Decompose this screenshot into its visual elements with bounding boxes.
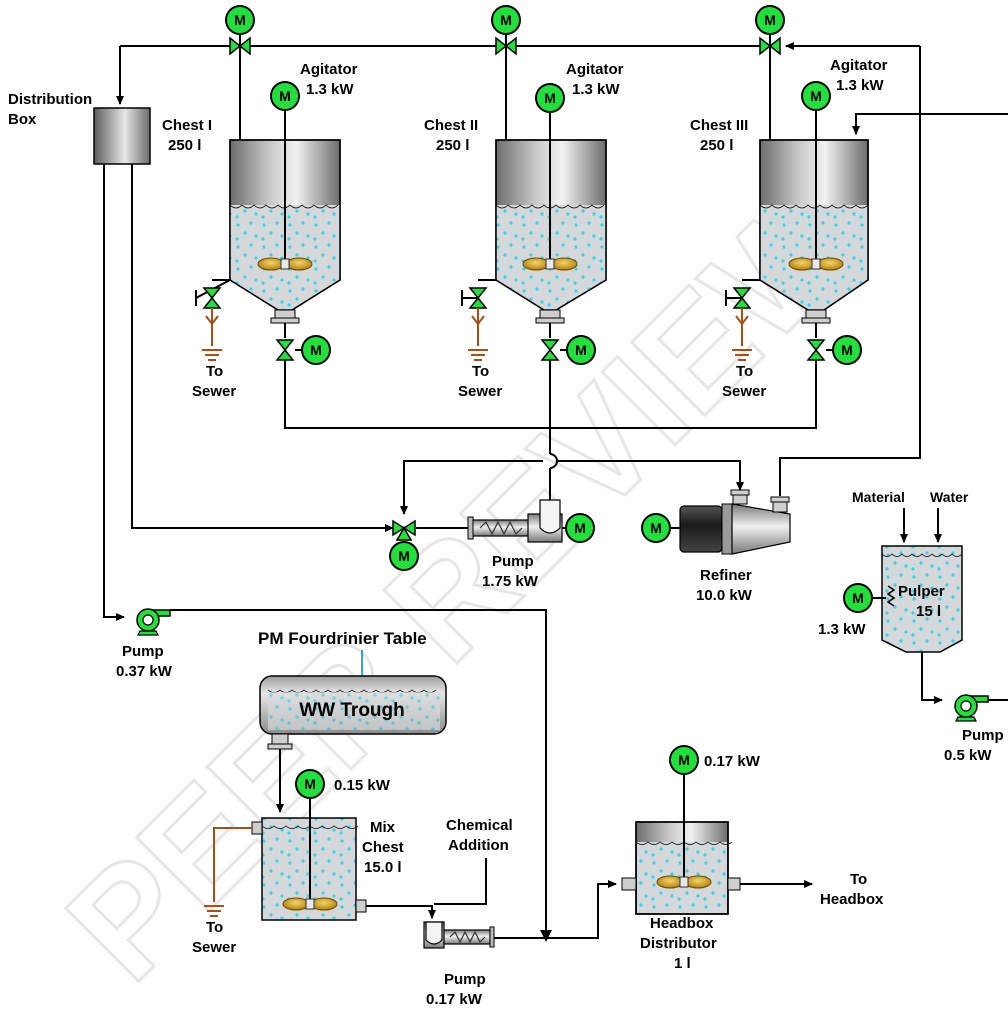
headbox-distributor: 0.17 kW Headbox Distributor 1 l To Headb… (621, 745, 884, 972)
svg-text:Sewer: Sewer (458, 383, 502, 400)
svg-text:1.3 kW: 1.3 kW (572, 81, 620, 98)
svg-text:1.75 kW: 1.75 kW (482, 573, 539, 590)
svg-text:250 l: 250 l (168, 137, 201, 154)
distribution-box: Distribution Box (8, 91, 151, 165)
pulper: Material Water Pulper 15 l 1.3 kW Pump 0… (818, 489, 1008, 764)
svg-text:15 l: 15 l (916, 603, 941, 620)
header-valves (225, 5, 785, 140)
svg-text:1 l: 1 l (674, 955, 691, 972)
box-pump: Pump 0.37 kW (116, 608, 552, 942)
svg-text:0.17 kW: 0.17 kW (704, 753, 761, 770)
svg-text:Distributor: Distributor (640, 935, 717, 952)
svg-text:Chest I: Chest I (162, 117, 212, 134)
svg-text:Sewer: Sewer (192, 383, 236, 400)
mix-chest: 0.15 kW Mix Chest 15.0 l To Sewer (192, 769, 436, 956)
svg-text:Agitator: Agitator (830, 57, 888, 74)
svg-text:To: To (206, 919, 223, 936)
svg-text:Pump: Pump (122, 643, 164, 660)
svg-text:1.3 kW: 1.3 kW (818, 621, 866, 638)
svg-text:0.17 kW: 0.17 kW (426, 991, 483, 1008)
svg-text:1.3 kW: 1.3 kW (836, 77, 884, 94)
outlet-collector (276, 323, 862, 500)
svg-text:Headbox: Headbox (820, 891, 884, 908)
svg-text:250 l: 250 l (700, 137, 733, 154)
svg-text:10.0 kW: 10.0 kW (696, 587, 753, 604)
svg-text:Chest II: Chest II (424, 117, 478, 134)
svg-text:WW Trough: WW Trough (299, 700, 405, 721)
svg-text:Chemical: Chemical (446, 817, 513, 834)
svg-text:PM Fourdrinier Table: PM Fourdrinier Table (258, 629, 427, 648)
chemical-addition: Chemical Addition (434, 817, 513, 905)
svg-text:0.37 kW: 0.37 kW (116, 663, 173, 680)
svg-text:Headbox: Headbox (650, 915, 714, 932)
svg-text:Water: Water (930, 489, 969, 505)
svg-text:To: To (850, 871, 867, 888)
svg-text:Addition: Addition (448, 837, 509, 854)
chest-1: Chest I 250 l Agitator 1.3 kW (162, 61, 358, 324)
svg-text:Distribution: Distribution (8, 91, 92, 108)
svg-text:Agitator: Agitator (300, 61, 358, 78)
svg-text:15.0 l: 15.0 l (364, 859, 402, 876)
chest-3: Chest III 250 l Agitator 1.3 kW (690, 57, 1008, 324)
svg-text:To: To (472, 363, 489, 380)
svg-text:Pump: Pump (492, 553, 534, 570)
svg-text:Sewer: Sewer (722, 383, 766, 400)
ww-trough: PM Fourdrinier Table WW Trough (258, 629, 447, 813)
svg-text:0.5 kW: 0.5 kW (944, 747, 992, 764)
three-way-valve (385, 520, 468, 571)
svg-text:250 l: 250 l (436, 137, 469, 154)
svg-text:Pump: Pump (444, 971, 486, 988)
svg-text:To: To (206, 363, 223, 380)
sewer-drains: To Sewer To Sewer To Sewer (192, 279, 766, 400)
refiner: Refiner 10.0 kW (641, 489, 791, 604)
chest-2: Chest II 250 l Agitator 1.3 kW (424, 61, 624, 324)
svg-text:To: To (736, 363, 753, 380)
svg-text:Chest: Chest (362, 839, 404, 856)
svg-text:Sewer: Sewer (192, 939, 236, 956)
svg-text:Chest III: Chest III (690, 117, 748, 134)
watermark: PEER REVIEW (35, 155, 891, 1011)
svg-text:Pump: Pump (962, 727, 1004, 744)
svg-text:0.15 kW: 0.15 kW (334, 777, 391, 794)
svg-text:Material: Material (852, 489, 905, 505)
svg-text:Mix: Mix (370, 819, 396, 836)
svg-text:Box: Box (8, 111, 37, 128)
svg-text:Refiner: Refiner (700, 567, 752, 584)
svg-text:Agitator: Agitator (566, 61, 624, 78)
svg-text:Pulper: Pulper (898, 583, 945, 600)
svg-text:1.3 kW: 1.3 kW (306, 81, 354, 98)
main-pump: Pump 1.75 kW (467, 499, 595, 590)
header-pipe (116, 42, 921, 496)
mix-pump: Pump 0.17 kW (423, 880, 617, 1008)
